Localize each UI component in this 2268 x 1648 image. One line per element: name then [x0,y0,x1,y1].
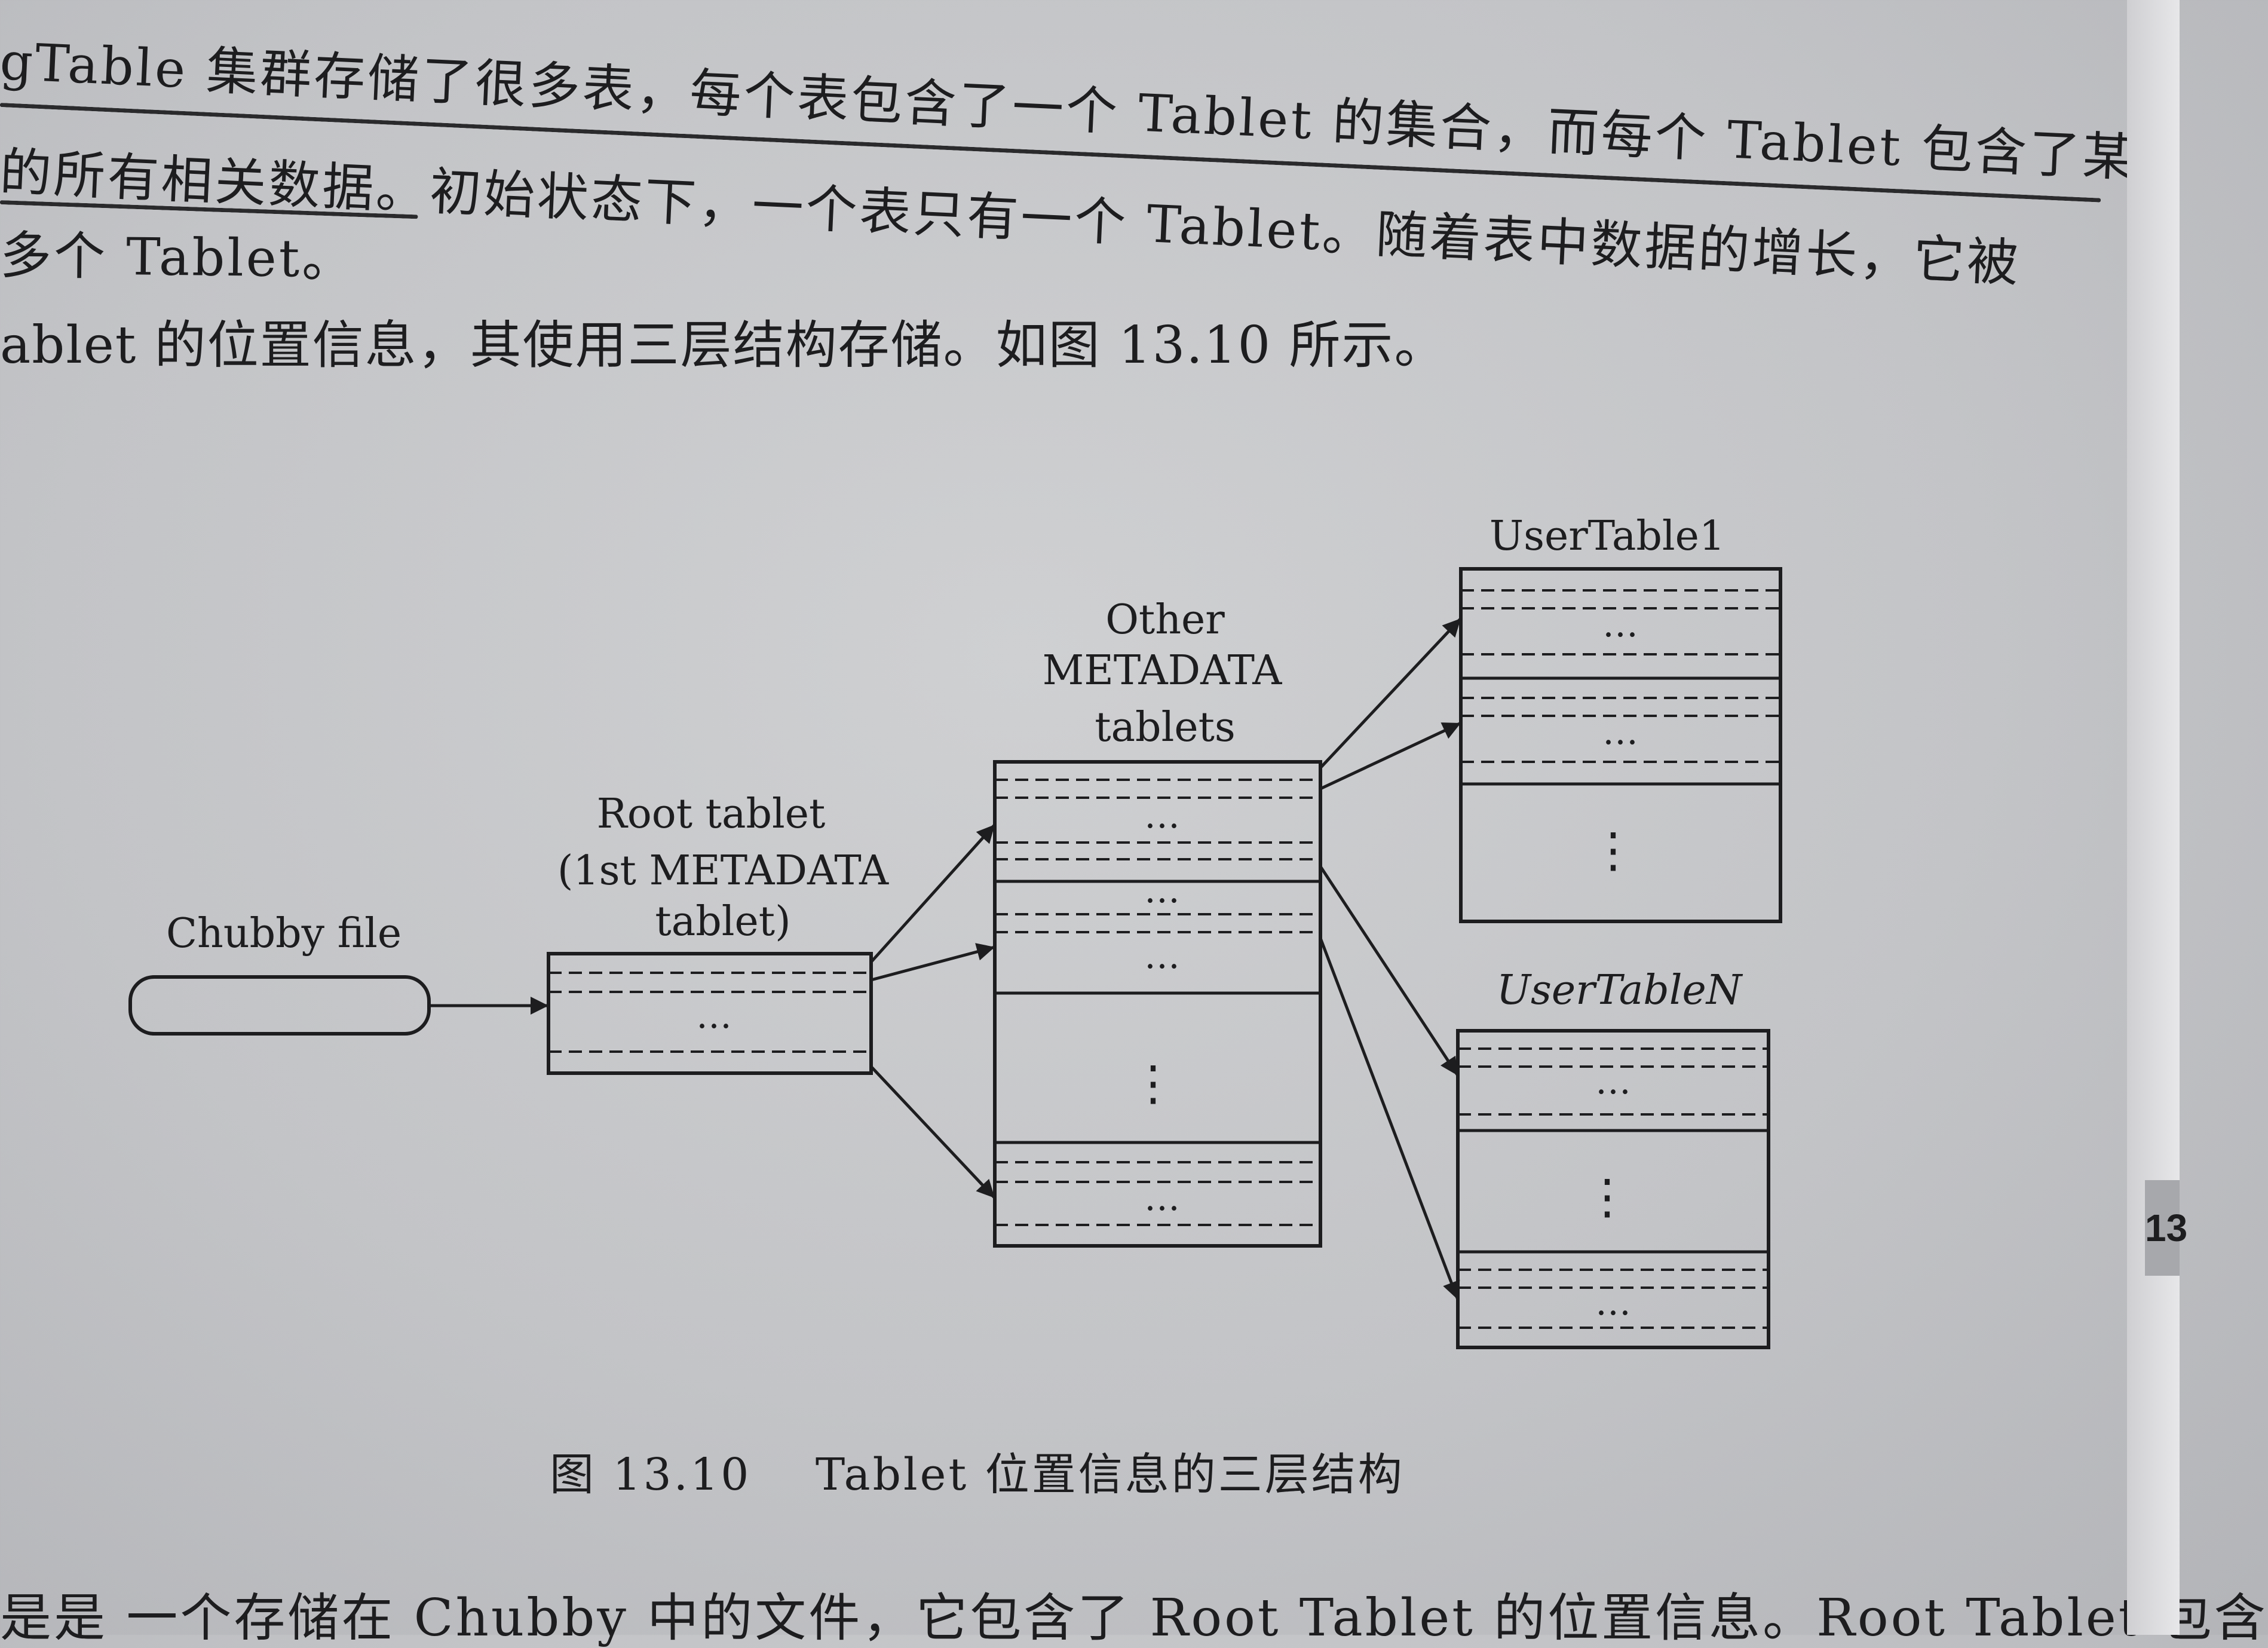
chubby-file-label: Chubby file [166,910,402,957]
usertablen-label: UserTableN [1497,967,1743,1014]
page-tab-marker: 13 [2145,1180,2187,1276]
arrow-root-to-meta-3 [870,1065,996,1199]
meta-ellipsis-2: … [1144,869,1180,911]
usertable1-label: UserTable1 [1489,513,1725,560]
root-tablet-label-1: Root tablet [597,791,826,838]
chubby-file-box [128,975,431,1036]
figure-number: 图 13.10 [550,1449,752,1500]
meta-ellipsis-3: … [1144,935,1180,977]
meta-ellipsis-4: … [1144,1177,1180,1219]
arrow-meta-to-user1-b [1319,721,1462,791]
arrow-meta-to-usern-a [1319,865,1460,1077]
arrow-meta-to-usern-b [1319,938,1460,1300]
page-edge [2127,0,2180,1635]
arrow-root-to-meta-2 [871,943,995,982]
figure-title: Tablet 位置信息的三层结构 [815,1449,1405,1500]
tablet-location-diagram: Chubby file Root tablet (1st METADATA ta… [128,513,1782,1349]
metadata-label-1: Other [1105,596,1225,644]
root-tablet-label-3: tablet) [655,898,790,945]
user1-ellipsis-1: … [1602,604,1638,645]
meta-ellipsis-1: … [1144,795,1180,837]
usern-ellipsis-2: … [1595,1282,1631,1324]
usern-ellipsis-1: … [1595,1061,1631,1102]
metadata-tablets-box [993,760,1322,1248]
meta-vellipsis: ⋮ [1129,1055,1177,1111]
arrow-meta-to-user1-a [1319,617,1462,769]
user1-ellipsis-2: … [1602,711,1638,753]
arrow-root-to-meta-1 [870,823,996,963]
root-tablet-label-2: (1st METADATA [557,847,889,895]
root-tablet-box [547,952,873,1075]
metadata-label-2: METADATA [1043,647,1283,694]
paragraph-line-5: 是是 一个存储在 Chubby 中的文件，它包含了 Root Tablet 的位… [0,1588,2268,1648]
paragraph-line-4: ablet 的位置信息，其使用三层结构存储。如图 13.10 所示。 [0,315,1447,375]
usertablen-box [1456,1029,1770,1349]
user1-vellipsis: ⋮ [1589,822,1637,878]
figure-caption: 图 13.10 Tablet 位置信息的三层结构 [550,1439,1405,1503]
usertable1-box [1459,567,1782,923]
root-ellipsis: … [696,995,732,1037]
metadata-label-3: tablets [1095,704,1236,751]
usern-vellipsis: ⋮ [1583,1169,1631,1224]
